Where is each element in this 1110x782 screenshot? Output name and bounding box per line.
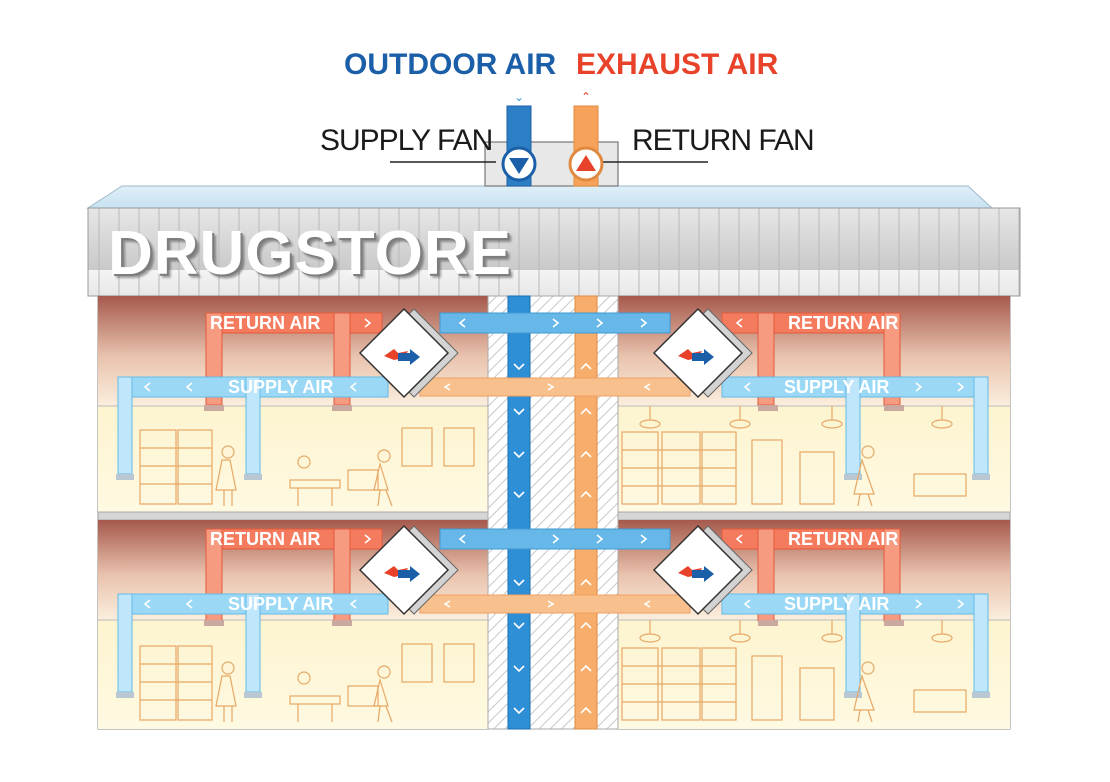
store-interior-illustration: [139, 406, 967, 723]
roof-slab: [86, 185, 994, 209]
f2-right-return-label: RETURN AIR: [788, 529, 899, 549]
f2-supply-branch: [439, 528, 671, 550]
exhaust-air-title: EXHAUST AIR: [576, 48, 779, 81]
return-fan-label: RETURN FAN: [632, 124, 815, 157]
f2-right-supply-label: SUPPLY AIR: [784, 594, 890, 614]
main-supply-riser: [507, 295, 531, 730]
floor1-room-left: [98, 406, 488, 512]
floor2-room-right: [618, 620, 1010, 729]
svg-text:⌄: ⌄: [514, 90, 524, 104]
supply-fan-label: SUPPLY FAN: [320, 124, 493, 157]
f1-left-return-label: RETURN AIR: [210, 313, 321, 333]
f2-exhaust-branch: [419, 594, 691, 614]
f2-left-return-label: RETURN AIR: [210, 529, 321, 549]
heat-recovery-unit-icon: [652, 524, 753, 616]
f1-exhaust-branch: [419, 377, 691, 397]
f1-right-return-label: RETURN AIR: [788, 313, 899, 333]
floor1-room-right: [618, 406, 1010, 512]
store-sign-band: [87, 207, 1021, 297]
f2-left-supply-label: SUPPLY AIR: [228, 594, 334, 614]
f1-left-supply-label: SUPPLY AIR: [228, 377, 334, 397]
heat-recovery-unit-icon: [358, 307, 459, 399]
heat-recovery-unit-icon: [358, 524, 459, 616]
outdoor-air-title: OUTDOOR AIR: [344, 48, 557, 81]
svg-text:⌃: ⌃: [581, 90, 591, 104]
f1-supply-branch: [439, 312, 671, 334]
store-name: DRUGSTORE: [108, 219, 513, 288]
floor2-room-left: [98, 620, 488, 729]
heat-recovery-unit-icon: [652, 307, 753, 399]
f1-right-supply-label: SUPPLY AIR: [784, 377, 890, 397]
main-exhaust-riser: [574, 295, 598, 730]
